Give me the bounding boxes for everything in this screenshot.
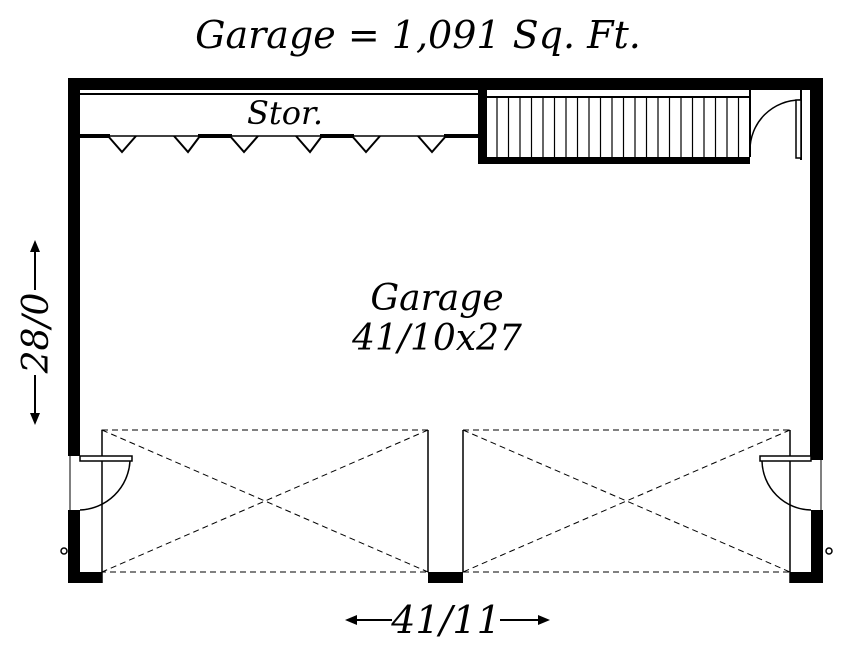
right-wall-front-segment bbox=[811, 510, 823, 583]
plan-title: Garage = 1,091 Sq. Ft. bbox=[195, 13, 641, 57]
width-dimension-label: 41/11 bbox=[390, 598, 501, 642]
light-fixture-icon bbox=[60, 547, 68, 555]
stair-door bbox=[749, 99, 802, 159]
left-entry-door bbox=[60, 455, 133, 555]
right-front-pier bbox=[790, 572, 823, 583]
right-wall bbox=[810, 78, 823, 460]
overhead-garage-doors bbox=[101, 429, 791, 573]
room-name: Garage bbox=[370, 278, 503, 319]
room-dimensions: 41/10x27 bbox=[351, 318, 522, 359]
light-fixture-icon bbox=[825, 547, 833, 555]
arrow-down-icon bbox=[30, 413, 40, 425]
center-front-pier bbox=[428, 572, 463, 583]
storage-shelf bbox=[80, 134, 478, 154]
depth-dimension-label: 28/0 bbox=[16, 293, 57, 375]
storage-label: Stor. bbox=[247, 94, 323, 132]
left-front-pier bbox=[68, 572, 102, 583]
rear-wall bbox=[68, 78, 823, 90]
arrow-right-icon bbox=[538, 615, 550, 625]
arrow-left-icon bbox=[345, 615, 357, 625]
stairs bbox=[478, 90, 751, 164]
right-entry-door bbox=[759, 455, 833, 555]
depth-dimension: 28/0 bbox=[16, 240, 57, 425]
arrow-up-icon bbox=[30, 240, 40, 252]
left-wall bbox=[68, 78, 80, 456]
left-wall-front-segment bbox=[68, 510, 80, 583]
width-dimension: 41/11 bbox=[345, 598, 550, 642]
